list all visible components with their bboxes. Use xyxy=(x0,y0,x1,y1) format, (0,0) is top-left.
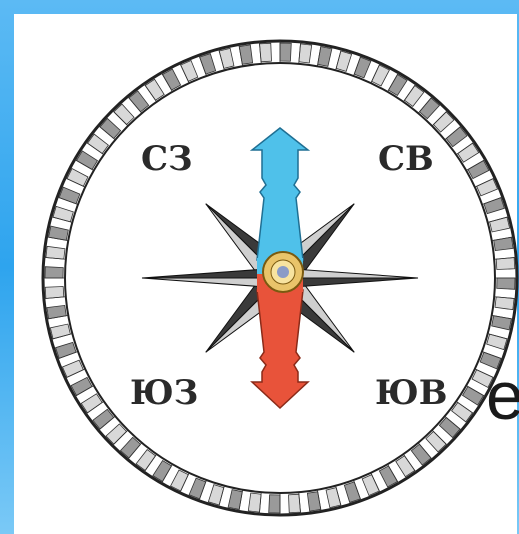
scale-tick xyxy=(495,297,514,310)
label-sw: ЮЗ xyxy=(130,373,198,413)
scale-tick xyxy=(497,278,515,289)
scale-tick xyxy=(260,43,272,62)
scale-tick xyxy=(496,258,515,270)
label-nw: СЗ xyxy=(141,139,193,179)
label-ne: СВ xyxy=(378,139,434,179)
scale-tick xyxy=(248,493,261,512)
scale-tick xyxy=(280,43,291,61)
scale-tick xyxy=(45,287,64,299)
scale-tick xyxy=(45,267,63,278)
scale-tick xyxy=(289,494,301,513)
needle-hub xyxy=(263,252,303,292)
scale-tick xyxy=(46,246,65,259)
scale-tick xyxy=(299,44,312,63)
scale-tick xyxy=(269,495,280,513)
label-se: ЮВ xyxy=(375,373,448,413)
